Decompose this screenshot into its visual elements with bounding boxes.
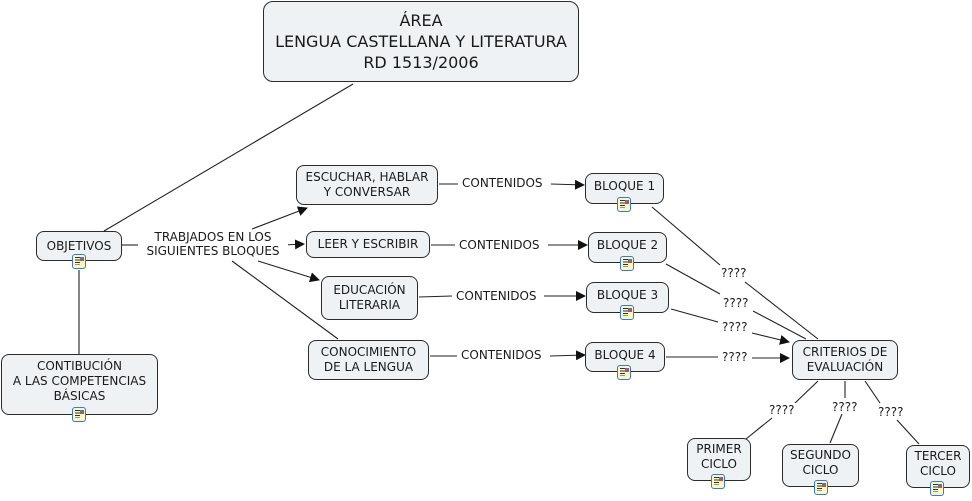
link-bloque1-q — [651, 206, 721, 266]
link-label-question: ???? — [720, 320, 750, 334]
attached-document-icon[interactable] — [711, 474, 725, 489]
link-label-contenidos: CONTENIDOS — [460, 176, 545, 190]
link-label-question: ???? — [767, 403, 797, 417]
attached-document-icon[interactable] — [617, 197, 631, 212]
link-label-contenidos: CONTENIDOS — [459, 348, 544, 362]
link-educacion-contenidos — [418, 295, 453, 298]
attached-document-icon[interactable] — [617, 365, 631, 380]
link-area-objetivos — [103, 83, 354, 232]
link-label-contenidos: CONTENIDOS — [454, 289, 539, 303]
link-q-tercer — [896, 419, 920, 445]
link-label-question: ???? — [720, 350, 750, 364]
link-criterios-q-primer — [793, 380, 819, 405]
link-label-question: ???? — [830, 400, 860, 414]
link-q-segundo — [829, 413, 843, 444]
attached-document-icon[interactable] — [814, 480, 828, 495]
link-label-question: ???? — [719, 266, 749, 280]
attached-document-icon[interactable] — [620, 305, 634, 320]
node-bloque4[interactable]: BLOQUE 4 — [585, 342, 665, 372]
link-label-contenidos: CONTENIDOS — [457, 238, 542, 252]
node-educacion[interactable]: EDUCACIÓN LITERARIA — [321, 276, 418, 320]
node-area[interactable]: ÁREA LENGUA CASTELLANA Y LITERATURA RD 1… — [263, 1, 579, 82]
link-trabajados-educacion — [257, 260, 320, 283]
link-label-question: ???? — [876, 405, 906, 419]
node-escuchar[interactable]: ESCUCHAR, HABLAR Y CONVERSAR — [296, 165, 438, 205]
node-tercer-ciclo[interactable]: TERCER CICLO — [906, 445, 970, 488]
attached-document-icon[interactable] — [620, 256, 634, 271]
link-label-question: ???? — [721, 296, 751, 310]
attached-document-icon[interactable] — [930, 481, 944, 496]
link-contenidos-bloque1 — [550, 179, 585, 190]
attached-document-icon[interactable] — [72, 254, 86, 269]
link-q-criterios1 — [744, 281, 819, 340]
link-bloque2-q — [665, 263, 721, 295]
node-contribucion[interactable]: CONTIBUCIÓN A LAS COMPETENCIAS BÁSICAS — [1, 354, 158, 415]
link-trabajados-conocimiento — [231, 260, 339, 340]
node-segundo-ciclo[interactable]: SEGUNDO CICLO — [782, 444, 859, 487]
node-leer[interactable]: LEER Y ESCRIBIR — [306, 231, 430, 258]
link-contenidos-bloque4 — [549, 350, 586, 361]
link-q-criterios2 — [752, 310, 807, 340]
link-trabajados-escuchar — [251, 206, 308, 230]
link-label-trabajados: TRABJADOS EN LOS SIGUIENTES BLOQUES — [138, 230, 288, 258]
link-q-criterios3 — [751, 332, 790, 345]
link-q-primer — [745, 417, 773, 440]
attached-document-icon[interactable] — [72, 407, 86, 422]
node-criterios[interactable]: CRITERIOS DE EVALUACIÓN — [792, 340, 898, 380]
node-conocimiento[interactable]: CONOCIMIENTO DE LA LENGUA — [308, 340, 429, 380]
link-bloque3-q — [670, 308, 719, 323]
link-criterios-q-tercer — [864, 380, 881, 404]
